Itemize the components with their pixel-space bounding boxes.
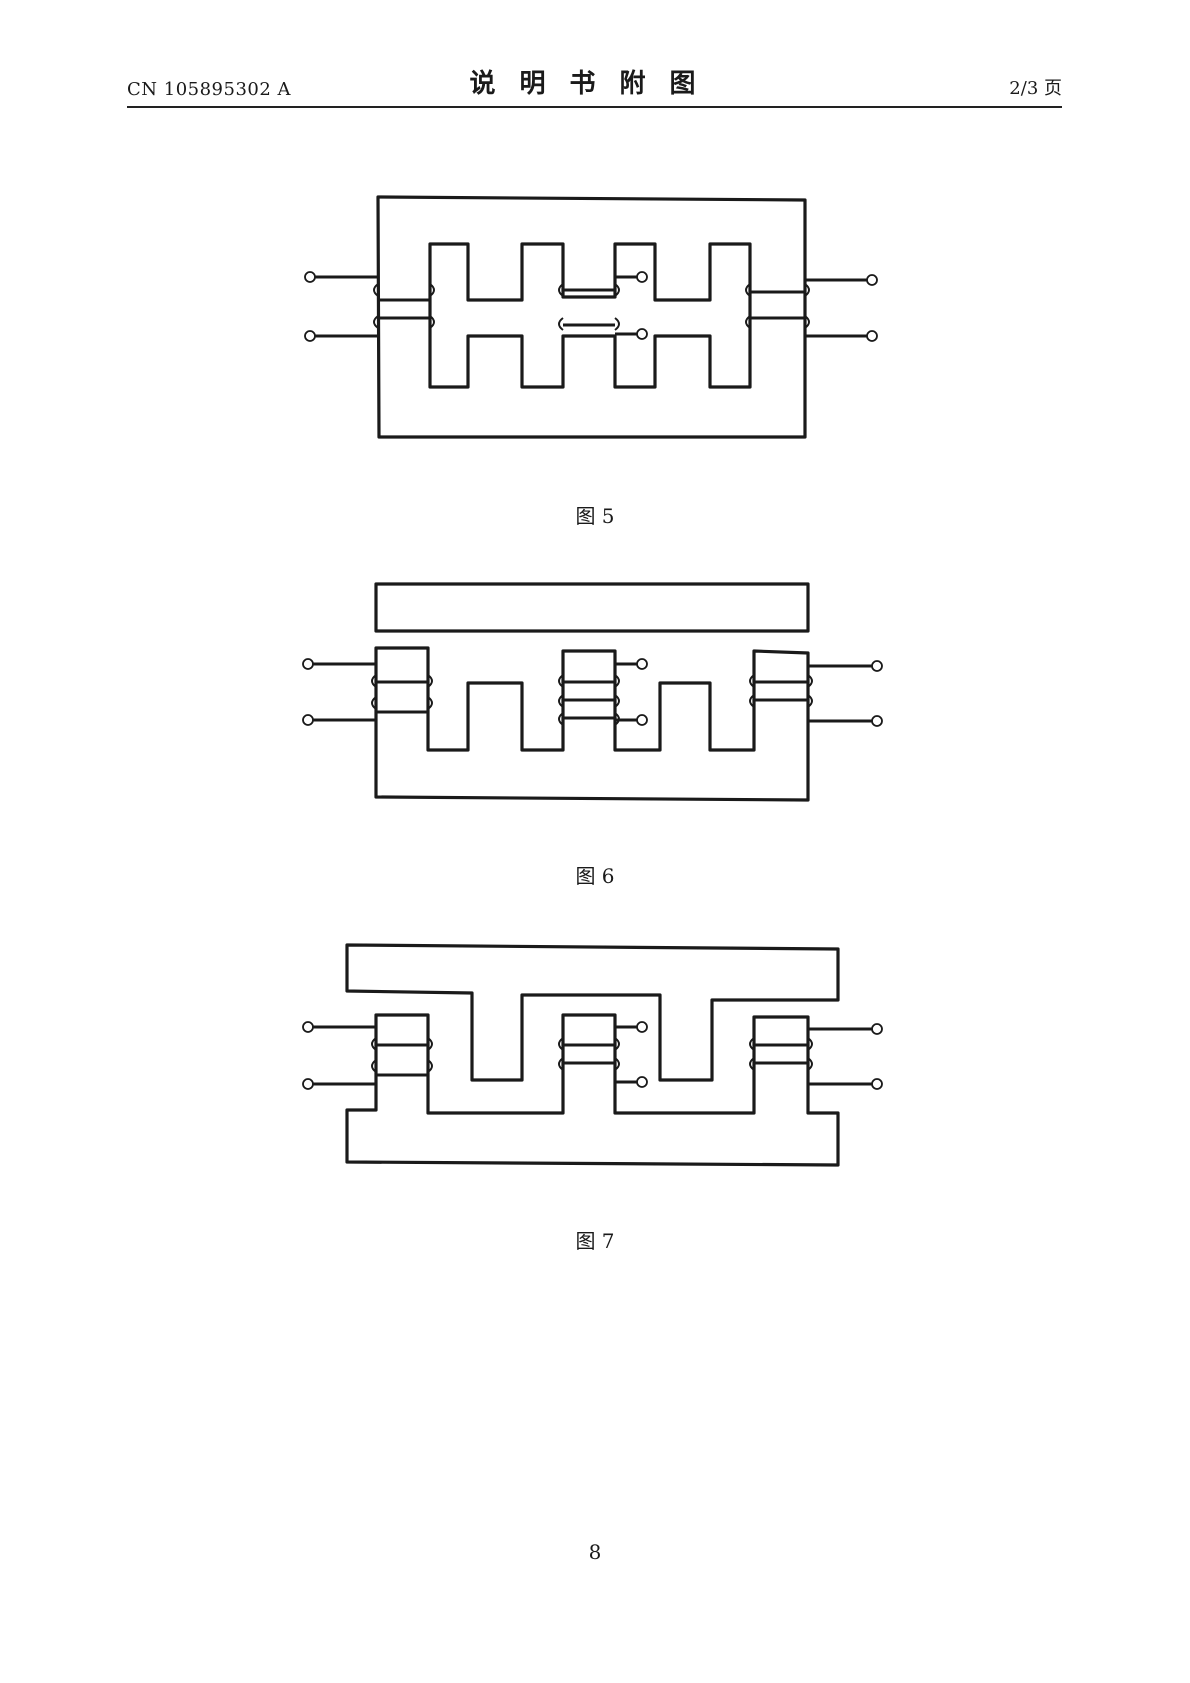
fig5-terminals	[304, 271, 878, 342]
fig7-lower-core	[345, 1013, 840, 1167]
figure-5-caption: 图 5	[575, 504, 615, 528]
figure-6	[0, 580, 1190, 810]
header-title: 说明书附图	[469, 69, 720, 99]
fig6-top-bar	[374, 582, 810, 633]
patent-number: CN 105895302 A	[127, 79, 292, 100]
fig7-coils	[371, 1037, 813, 1073]
fig6-coils	[371, 674, 813, 726]
fig5-wires	[312, 275, 870, 338]
figure-5-drawing	[304, 195, 878, 439]
figure-6-caption: 图 6	[575, 864, 615, 888]
fig7-upper-core	[345, 943, 840, 1082]
page-number: 8	[588, 1540, 602, 1564]
fig7-wires	[310, 1025, 875, 1086]
fig6-terminals	[302, 658, 883, 727]
figure-7-drawing	[302, 943, 883, 1167]
figure-7	[0, 940, 1190, 1170]
figure-7-caption: 图 7	[575, 1229, 615, 1253]
fig6-wires	[310, 662, 875, 723]
page-count: 2/3 页	[1009, 78, 1062, 99]
fig5-coils	[373, 283, 810, 331]
figure-5	[0, 190, 1190, 450]
fig5-core	[376, 195, 807, 439]
fig6-core	[374, 646, 810, 802]
figure-6-drawing	[302, 582, 883, 802]
fig7-terminals	[302, 1021, 883, 1090]
page-header: CN 105895302 A 说明书附图 2/3 页	[127, 62, 1062, 108]
